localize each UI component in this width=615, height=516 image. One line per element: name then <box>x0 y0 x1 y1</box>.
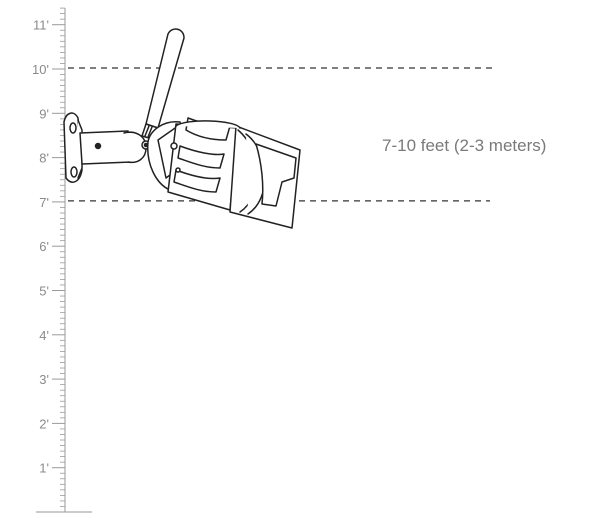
ruler-tick-label: 7' <box>39 195 49 210</box>
height-ruler: 11' 10' 9' 8' 7' 6' 5' 4' 3' 2' 1' <box>32 7 92 513</box>
ruler-major-ticks <box>52 24 65 469</box>
ruler-tick-label: 8' <box>39 151 49 166</box>
mount-bracket-arm <box>79 130 151 165</box>
wall-mount-plate <box>63 112 83 183</box>
mounting-range-label: 7-10 feet (2-3 meters) <box>382 136 546 155</box>
ruler-tick-label: 5' <box>39 284 49 299</box>
ruler-tick-label: 3' <box>39 372 49 387</box>
ruler-tick-label: 1' <box>39 461 49 476</box>
ruler-tick-label: 9' <box>39 106 49 121</box>
wireless-bullet-camera-icon <box>63 28 301 229</box>
ruler-tick-label: 10' <box>32 62 49 77</box>
ruler-tick-label: 11' <box>33 18 49 33</box>
ruler-tick-labels: 11' 10' 9' 8' 7' 6' 5' 4' 3' 2' 1' <box>32 18 49 476</box>
ruler-minor-ticks <box>60 7 65 507</box>
ruler-tick-label: 4' <box>39 328 49 343</box>
camera-body <box>147 117 301 229</box>
ruler-tick-label: 6' <box>39 239 49 254</box>
ruler-tick-label: 2' <box>39 416 49 431</box>
